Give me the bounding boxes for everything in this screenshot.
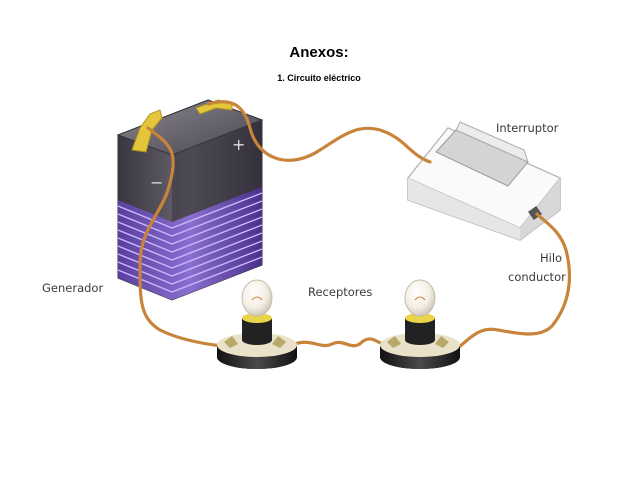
switch-interruptor — [407, 121, 561, 241]
wire-between-bulbs — [288, 337, 390, 348]
circuit-wires — [138, 100, 572, 350]
battery-terminal-right — [195, 99, 233, 115]
battery-plus-sign: + — [232, 135, 245, 154]
battery-generator: + − — [116, 99, 264, 301]
wire-switch-to-bulb-right — [456, 212, 572, 350]
label-interruptor: Interruptor — [496, 121, 559, 135]
bulb-left-receptor — [217, 279, 297, 369]
battery-terminal-left — [131, 109, 163, 153]
page-title: Anexos: — [289, 44, 349, 61]
page-subtitle: 1. Circuito eléctrico — [277, 73, 361, 83]
bulb-right-receptor — [380, 279, 460, 369]
label-conductor: conductor — [508, 270, 566, 284]
label-receptores: Receptores — [308, 285, 373, 299]
label-generador: Generador — [42, 281, 104, 295]
label-hilo: Hilo — [540, 251, 563, 265]
wire-battery-to-switch — [206, 100, 432, 164]
wire-battery-to-bulb-left — [138, 126, 224, 348]
battery-minus-sign: − — [150, 173, 163, 192]
